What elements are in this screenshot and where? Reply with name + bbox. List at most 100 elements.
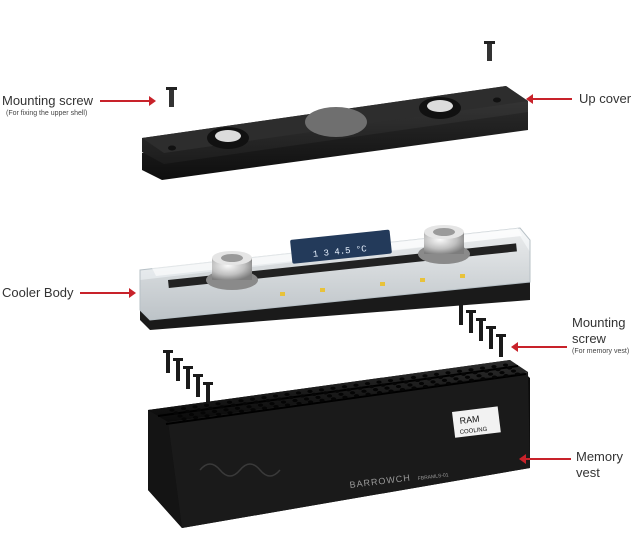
vest-hole: [211, 409, 218, 413]
ram-cooling-badge: [452, 406, 501, 438]
vest-hole: [219, 405, 225, 409]
vest-hole: [318, 388, 325, 392]
vest-hole: [299, 394, 306, 398]
vest-hole: [361, 389, 367, 393]
vest-hole: [253, 400, 260, 404]
vest-hole: [491, 375, 498, 379]
vest-hole: [269, 402, 275, 406]
vest-hole: [430, 380, 436, 384]
vest-hole: [204, 414, 210, 418]
arrow-mounting-screw-top: [100, 96, 156, 106]
badge-line1: RAM: [459, 414, 480, 426]
vest-hole: [480, 377, 486, 381]
wave-pattern: [199, 463, 281, 477]
vest-hole: [499, 371, 505, 375]
vest-hole: [410, 375, 417, 380]
vest-hole: [384, 386, 390, 390]
vest-hole: [284, 392, 290, 397]
vest-hole: [387, 378, 394, 383]
vest-hole: [418, 381, 425, 386]
vest-hole: [273, 405, 279, 409]
label-up-cover: Up cover: [579, 91, 632, 106]
label-memory-vest: Memory vest: [576, 449, 623, 480]
vest-hole: [399, 387, 406, 392]
vest-hole: [468, 378, 475, 382]
vest-hole: [437, 375, 444, 379]
vest-hole: [353, 383, 359, 387]
vest-hole: [192, 415, 199, 420]
vest-hole: [376, 391, 383, 395]
vest-hole: [234, 406, 241, 410]
vest-hole: [223, 408, 229, 412]
vest-hole: [307, 389, 313, 393]
vest-hole: [510, 369, 517, 373]
vest-hole: [246, 405, 252, 409]
top-screw-right: [484, 41, 495, 61]
vest-hole: [196, 408, 202, 412]
vest-hole: [261, 396, 267, 400]
vest-hole: [184, 409, 191, 414]
vest-hole: [276, 397, 283, 401]
vest-hole: [445, 371, 451, 375]
vest-hole: [238, 409, 245, 413]
vest-hole: [296, 401, 302, 406]
vest-hole: [311, 392, 317, 396]
vest-hole: [468, 368, 474, 372]
vest-hole: [326, 394, 333, 398]
vest-hole: [460, 372, 467, 376]
arrow-mounting-screw-vest: [511, 342, 567, 352]
vest-hole: [353, 394, 360, 398]
vest-hole: [261, 406, 268, 410]
vest-hole: [449, 374, 455, 378]
vest-hole: [257, 403, 264, 407]
vest-hole: [341, 385, 348, 389]
vest-hole: [464, 375, 471, 379]
fitting-left: [206, 251, 258, 290]
vest-hole: [226, 400, 233, 404]
memory-vest-heatsink: RAM COOLING BARROWCH FBRAMLS-01: [148, 360, 530, 528]
cover-window: [305, 107, 367, 137]
vest-hole: [249, 397, 256, 401]
vest-hole: [388, 389, 394, 393]
vest-hole: [479, 366, 486, 370]
vest-hole: [192, 405, 198, 409]
up-cover-plate: [142, 86, 528, 180]
vest-hole: [288, 395, 294, 400]
vest-hole: [422, 374, 428, 378]
vest-hole: [238, 399, 244, 403]
vest-hole: [322, 391, 329, 395]
vest-hole: [514, 372, 521, 376]
arrow-memory-vest: [519, 454, 571, 464]
vest-hole: [207, 406, 214, 410]
vest-hole: [173, 411, 179, 415]
vest-hole: [177, 414, 183, 418]
vest-hole: [456, 369, 463, 373]
fitting-right: [418, 225, 470, 264]
arrow-cooler-body: [80, 288, 136, 298]
label-mounting-screw-vest: Mounting screw (For memory vest): [572, 315, 630, 355]
vest-hole: [487, 372, 494, 376]
vest-hole: [295, 391, 302, 395]
vest-hole: [433, 372, 440, 376]
vest-hole: [272, 394, 279, 398]
vest-hole: [200, 411, 206, 415]
vest-hole: [503, 374, 509, 378]
vest-hole: [280, 400, 287, 404]
vest-hole: [242, 402, 248, 406]
arrow-up-cover: [526, 94, 572, 104]
vest-hole: [422, 384, 429, 389]
vest-hole: [330, 386, 336, 390]
vest-hole: [426, 377, 432, 381]
vest-hole: [169, 408, 175, 412]
vest-hole: [491, 365, 497, 369]
vest-hole: [227, 411, 233, 415]
vest-hole: [292, 398, 298, 403]
vest-hole: [250, 408, 256, 412]
vest-screws-right: [456, 302, 506, 357]
cooler-body-block: 1 3 4.5 °C: [139, 225, 531, 330]
vest-hole: [365, 392, 371, 396]
model-marking: FBRAMLS-01: [418, 472, 450, 482]
vest-hole: [506, 366, 513, 370]
